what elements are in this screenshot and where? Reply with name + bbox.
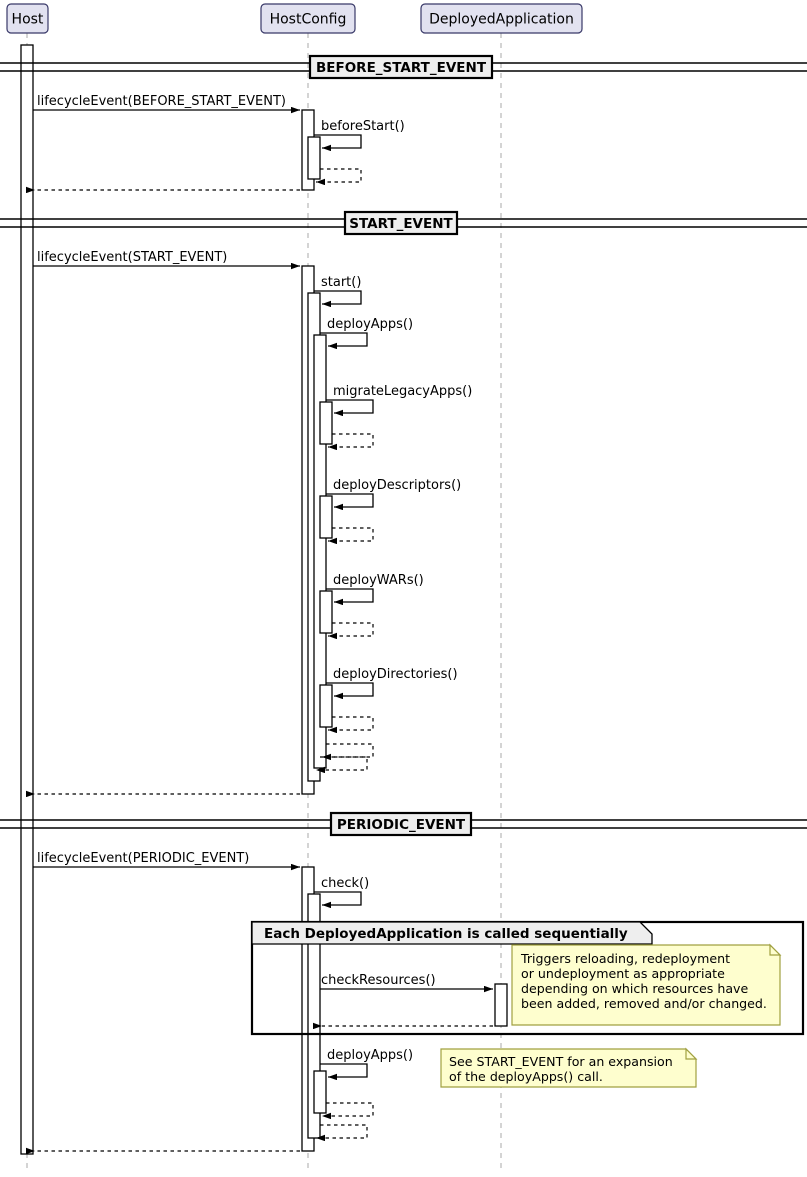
message-label-m6: migrateLegacyApps() (333, 384, 472, 399)
note-check-resources-body (511, 944, 781, 1026)
divider-periodic-event: PERIODIC_EVENT (0, 811, 807, 837)
participant-host-box[interactable] (6, 3, 49, 34)
message-label-m13: deployApps() (327, 1048, 413, 1063)
message-return-start (316, 756, 368, 774)
participant-hostconfig-label: HostConfig (270, 12, 347, 28)
activation-hostconfig-beforestart-nested (307, 136, 321, 180)
message-label-m1: lifecycleEvent(BEFORE_START_EVENT) (37, 94, 286, 109)
message-label-m4: start() (321, 275, 361, 290)
lifelines (26, 33, 502, 1170)
activation-hostconfig-deploydirectories (319, 684, 333, 728)
message-lifecycleevent-start-event: lifecycleEvent(START_EVENT) (33, 250, 300, 270)
message-deploydirectories: deployDirectories() (326, 667, 458, 734)
message-checkresources: checkResources() (313, 973, 508, 1030)
message-label-m10: lifecycleEvent(PERIODIC_EVENT) (37, 851, 249, 866)
note-check-resources-line-1: Triggers reloading, redeployment (520, 951, 730, 966)
message-start: start() (314, 275, 362, 308)
message-migratelegacyapps: migrateLegacyApps() (326, 384, 472, 451)
participant-hostconfig[interactable]: HostConfig (260, 3, 356, 34)
note-deploy-apps-body (440, 1048, 697, 1088)
message-label-m8: deployWARs() (333, 573, 424, 588)
group-label-text: Each DeployedApplication is called seque… (264, 926, 628, 942)
note-deploy-apps-line-2: of the deployApps() call. (449, 1069, 603, 1084)
participant-hostconfig-box[interactable] (260, 3, 356, 34)
participant-deployedapplication[interactable]: DeployedApplication (420, 3, 583, 34)
divider-start-event-label: START_EVENT (349, 216, 453, 232)
message-label-m3: lifecycleEvent(START_EVENT) (37, 250, 227, 265)
activation-host (20, 44, 34, 1155)
divider-start-event: START_EVENT (0, 210, 807, 236)
participant-host[interactable]: Host (6, 3, 49, 34)
message-lifecycleevent-before-start-event: lifecycleEvent(BEFORE_START_EVENT) (33, 94, 300, 114)
note-check-resources-line-3: depending on which resources have (521, 981, 749, 996)
activation-deployedapplication-checkresources (494, 983, 508, 1027)
message-deploywars: deployWARs() (326, 573, 424, 640)
note-deploy-apps-line-1: See START_EVENT for an expansion (449, 1054, 673, 1069)
participant-deployedapplication-box[interactable] (420, 3, 583, 34)
message-label-m5: deployApps() (327, 317, 413, 332)
note-check-resources-line-4: been added, removed and/or changed. (521, 996, 767, 1011)
message-label-m9: deployDirectories() (333, 667, 458, 682)
divider-before-start-event-label: BEFORE_START_EVENT (316, 60, 487, 76)
message-deployapps-periodic: deployApps() (316, 1048, 413, 1142)
message-lifecycleevent-periodic-event: lifecycleEvent(PERIODIC_EVENT) (33, 851, 300, 871)
message-deploydescriptors: deployDescriptors() (326, 478, 461, 545)
activation-hostconfig-deployapps-periodic (313, 1070, 327, 1114)
message-return-deployapps-start (322, 743, 374, 761)
divider-periodic-event-box (329, 811, 473, 837)
note-check-resources-line-2: or undeployment as appropriate (521, 966, 725, 981)
activation-hostconfig-deploywars (319, 590, 333, 634)
message-check: check() (314, 876, 369, 909)
note-deploy-apps-fold (685, 1047, 698, 1060)
divider-before-start-event: BEFORE_START_EVENT (0, 54, 807, 80)
note-deploy-apps: See START_EVENT for an expansion of the … (440, 1047, 698, 1088)
message-label-m2: beforeStart() (321, 119, 405, 134)
message-label-m11: check() (321, 876, 369, 891)
divider-before-start-event-box (308, 54, 494, 80)
divider-periodic-event-label: PERIODIC_EVENT (337, 817, 466, 833)
divider-start-event-box (343, 210, 459, 236)
message-beforestart: beforeStart() (314, 119, 405, 186)
participant-deployedapplication-label: DeployedApplication (429, 12, 574, 28)
message-deployapps-start: deployApps() (320, 317, 413, 350)
group-tab-shape (251, 921, 653, 945)
participant-host-label: Host (12, 12, 44, 28)
note-check-resources-fold (769, 943, 782, 956)
activation-hostconfig-migratelegacyapps (319, 401, 333, 445)
note-check-resources: Triggers reloading, redeployment or unde… (511, 943, 782, 1026)
message-label-m7: deployDescriptors() (333, 478, 461, 493)
message-label-m12: checkResources() (321, 973, 436, 988)
group-each-deployedapplication: Each DeployedApplication is called seque… (250, 920, 805, 1036)
activation-hostconfig-deploydescriptors (319, 495, 333, 539)
